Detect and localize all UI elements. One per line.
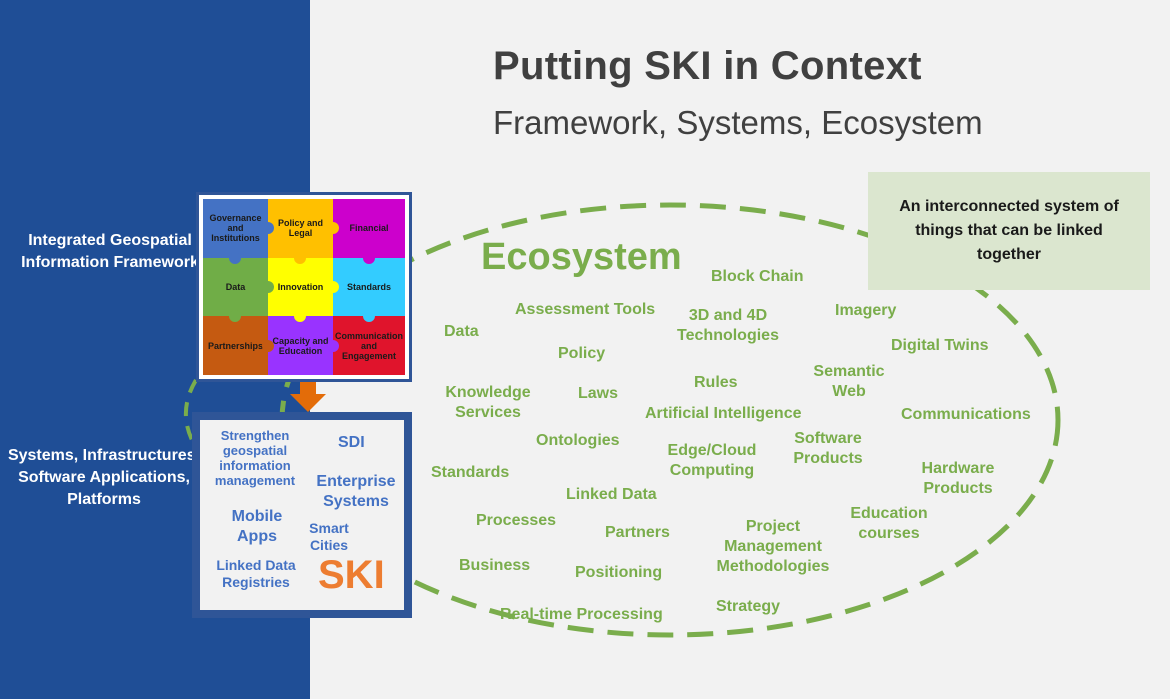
puzzle-knob xyxy=(326,222,339,235)
ecosystem-item: Education courses xyxy=(850,505,928,542)
puzzle-knob xyxy=(229,251,242,264)
ski-item: Smart Cities xyxy=(309,520,349,553)
puzzle-knob xyxy=(326,339,339,352)
ecosystem-item: Policy xyxy=(558,345,606,362)
ecosystem-item: Communications xyxy=(901,406,1031,423)
ecosystem-item: Laws xyxy=(578,385,619,402)
slide-subtitle: Framework, Systems, Ecosystem xyxy=(493,104,983,141)
ski-item: SDI xyxy=(338,434,365,451)
puzzle-piece-financial: Financial xyxy=(332,199,405,264)
puzzle-piece-data: Data xyxy=(203,257,274,323)
ecosystem-item: Ontologies xyxy=(536,432,620,449)
ecosystem-item: Processes xyxy=(476,512,557,529)
puzzle-knob xyxy=(294,251,307,264)
ecosystem-item: Linked Data xyxy=(566,486,657,503)
ecosystem-item: Standards xyxy=(431,464,510,481)
piece-label: Financial xyxy=(349,223,389,234)
puzzle-piece-partnerships: Partnerships xyxy=(203,316,274,375)
puzzle-piece-communication: Communication and Engagement xyxy=(332,316,405,375)
ski-item: Enterprise Systems xyxy=(316,473,396,510)
piece-label: Innovation xyxy=(277,281,324,292)
puzzle-knob xyxy=(261,222,274,235)
framework-puzzle: Governance and Institutions Policy and L… xyxy=(196,192,412,382)
puzzle-knob xyxy=(362,251,375,264)
ecosystem-item: Real-time Processing xyxy=(500,606,663,623)
piece-label: Standards xyxy=(346,281,391,292)
puzzle-grid: Governance and Institutions Policy and L… xyxy=(203,199,405,375)
ecosystem-item: Digital Twins xyxy=(891,337,989,354)
puzzle-knob xyxy=(294,310,307,323)
ecosystem-item: Imagery xyxy=(835,302,897,319)
puzzle-knob xyxy=(229,310,242,323)
puzzle-knob xyxy=(261,280,274,293)
ecosystem-item: Block Chain xyxy=(711,268,804,285)
ski-box-inner: Strengthen geospatial information manage… xyxy=(200,420,404,610)
ski-logo: SKI xyxy=(318,553,385,597)
ecosystem-item: Knowledge Services xyxy=(445,384,531,421)
ski-box: Strengthen geospatial information manage… xyxy=(192,412,412,618)
piece-label: Partnerships xyxy=(207,340,263,351)
piece-label: Communication and Engagement xyxy=(334,330,403,361)
ecosystem-item: Edge/Cloud Computing xyxy=(667,442,757,479)
ecosystem-item: Business xyxy=(459,557,531,574)
ecosystem-title: Ecosystem xyxy=(481,236,682,278)
piece-label: Data xyxy=(225,281,246,292)
ecosystem-item: Data xyxy=(444,323,479,340)
ecosystem-item: Assessment Tools xyxy=(515,301,656,318)
ecosystem-item: 3D and 4D Technologies xyxy=(677,307,779,344)
ecosystem-item: Positioning xyxy=(575,564,663,581)
systems-label: Systems, Infrastructures, Software Appli… xyxy=(7,447,201,508)
ecosystem-item: Strategy xyxy=(716,598,781,615)
ecosystem-definition-callout: An interconnected system of things that … xyxy=(868,172,1150,290)
puzzle-piece-policy: Policy and Legal xyxy=(267,199,339,264)
ski-item: Linked Data Registries xyxy=(216,557,296,590)
ecosystem-item: Partners xyxy=(605,524,670,541)
ecosystem-item: Rules xyxy=(694,374,738,391)
puzzle-piece-innovation: Innovation xyxy=(267,257,339,323)
puzzle-piece-standards: Standards xyxy=(332,257,405,323)
content-background xyxy=(310,0,1170,699)
ecosystem-item: Semantic Web xyxy=(813,363,885,400)
ecosystem-item: Project Management Methodologies xyxy=(716,518,830,575)
piece-label: Governance and Institutions xyxy=(209,213,262,244)
puzzle-piece-governance: Governance and Institutions xyxy=(203,199,274,264)
ecosystem-item: Software Products xyxy=(793,430,863,467)
ski-item: Strengthen geospatial information manage… xyxy=(214,428,296,488)
puzzle-knob xyxy=(362,310,375,323)
down-arrow-icon xyxy=(290,382,326,412)
puzzle-piece-capacity: Capacity and Education xyxy=(267,316,339,375)
piece-label: Policy and Legal xyxy=(277,218,323,239)
puzzle-knob xyxy=(261,339,274,352)
framework-label: Integrated Geospatial Information Framew… xyxy=(21,232,199,271)
puzzle-knob xyxy=(326,280,339,293)
ecosystem-item: Artificial Intelligence xyxy=(645,405,802,422)
callout-text: An interconnected system of things that … xyxy=(899,198,1119,263)
ecosystem-item: Hardware Products xyxy=(921,460,995,497)
piece-label: Capacity and Education xyxy=(272,335,329,356)
ski-item: Mobile Apps xyxy=(231,508,283,545)
slide-title: Putting SKI in Context xyxy=(493,44,922,88)
